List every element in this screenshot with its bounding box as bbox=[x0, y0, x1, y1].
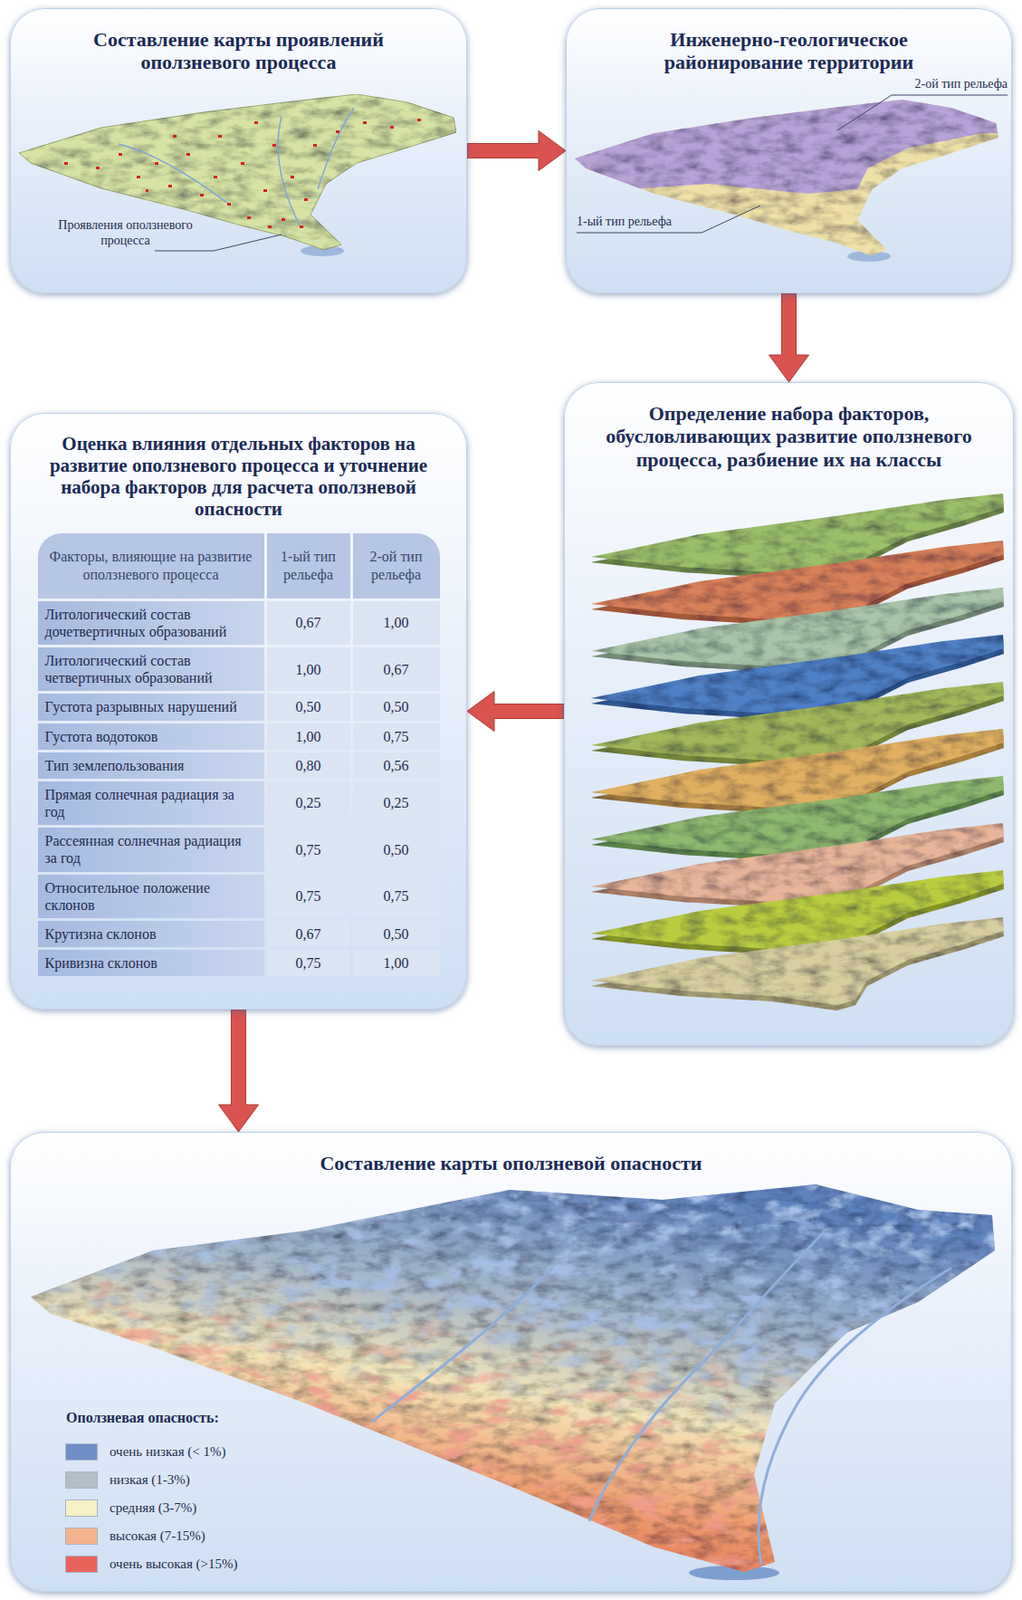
table-cell: Относительное положение склонов bbox=[38, 874, 265, 918]
factor-layers bbox=[563, 382, 1014, 1046]
label-holder: Проявления оползневого процесса bbox=[46, 218, 205, 249]
box-title: Инженерно-геологическое районирование те… bbox=[639, 28, 939, 75]
arrow-shape bbox=[467, 691, 564, 732]
process-box: Определение набора факторов, обусловлива… bbox=[563, 382, 1014, 1046]
legend-row: очень низкая (< 1%) bbox=[66, 1443, 226, 1460]
legend-text: очень низкая (< 1%) bbox=[109, 1443, 226, 1460]
table-cell: Литологический состав четвертичных образ… bbox=[38, 647, 265, 691]
table-cell: 0,75 bbox=[267, 949, 351, 976]
leader-line bbox=[576, 205, 761, 233]
legend-row: очень высокая (>15%) bbox=[66, 1556, 239, 1572]
leader-line bbox=[837, 95, 1008, 131]
legend-text: очень высокая (>15%) bbox=[109, 1556, 239, 1572]
table-header: 1-ый тип рельефа bbox=[267, 533, 351, 599]
table-cell: 0,75 bbox=[267, 827, 351, 871]
legend-row: низкая (1-3%) bbox=[66, 1471, 191, 1488]
table-cell: Рассеянная солнечная радиация за год bbox=[38, 827, 265, 871]
table-cell: Литологический состав дочетвертичных обр… bbox=[38, 601, 265, 645]
flow-arrow bbox=[769, 293, 810, 383]
legend-swatch bbox=[66, 1528, 97, 1544]
table-cell: 0,25 bbox=[267, 781, 351, 825]
table-cell: 0,50 bbox=[353, 920, 440, 947]
hazard-zones bbox=[30, 1184, 995, 1572]
table-cell: 0,80 bbox=[267, 752, 351, 779]
terrain bbox=[19, 94, 457, 250]
rivers bbox=[118, 107, 354, 226]
box-title: Оценка влияния отдельных факторов на раз… bbox=[26, 432, 452, 521]
flow-arrow bbox=[219, 1009, 259, 1132]
table-cell: 0,75 bbox=[353, 874, 440, 918]
table-cell: 0,25 bbox=[353, 781, 440, 825]
table-cell: 1,00 bbox=[353, 949, 440, 976]
table-cell: 0,50 bbox=[353, 827, 440, 871]
territory bbox=[19, 94, 457, 250]
table-cell: 0,56 bbox=[353, 752, 440, 779]
arrow-shape bbox=[769, 293, 810, 383]
legend-heading: Оползневая опасность: bbox=[66, 1408, 320, 1426]
table-cell: Густота разрывных нарушений bbox=[38, 693, 265, 720]
legend-row: высокая (7-15%) bbox=[66, 1528, 206, 1544]
river-valleys bbox=[372, 1231, 952, 1565]
legend-text: низкая (1-3%) bbox=[109, 1471, 191, 1488]
layer-stack bbox=[591, 493, 1004, 1011]
map-label: Проявления оползневого процесса bbox=[46, 218, 205, 249]
arrow-shape bbox=[219, 1009, 259, 1132]
table-cell: 0,67 bbox=[267, 920, 351, 947]
box-title: Определение набора факторов, обусловлива… bbox=[585, 401, 994, 471]
arrow-shape bbox=[467, 131, 566, 172]
table-header: Факторы, влияющие на развитие оползневог… bbox=[38, 533, 265, 599]
table-cell: 0,67 bbox=[267, 601, 351, 645]
process-box: Оценка влияния отдельных факторов на раз… bbox=[9, 412, 468, 1010]
table-cell: Крутизна склонов bbox=[38, 920, 265, 947]
table-header: 2-ой тип рельефа bbox=[353, 533, 440, 599]
landslide-map bbox=[9, 8, 468, 294]
map-label: 2-ой тип рельефа bbox=[864, 76, 1008, 93]
process-box: Инженерно-геологическое районирование те… bbox=[565, 8, 1013, 294]
flow-arrow bbox=[467, 691, 564, 732]
map-label: 1-ый тип рельефа bbox=[576, 214, 713, 230]
legend-swatch bbox=[66, 1443, 97, 1460]
legend-swatch bbox=[66, 1471, 97, 1488]
legend-text: средняя (3-7%) bbox=[109, 1499, 197, 1516]
legend-row: средняя (3-7%) bbox=[66, 1499, 197, 1516]
legend-text: высокая (7-15%) bbox=[109, 1528, 206, 1544]
table-cell: 1,00 bbox=[267, 723, 351, 750]
table-cell: Густота водотоков bbox=[38, 723, 265, 750]
table-cell: 0,67 bbox=[353, 647, 440, 691]
process-box: Составление карты проявлений оползневого… bbox=[9, 8, 468, 294]
table-cell: Тип землепользования bbox=[38, 752, 265, 779]
low-hazard-streaks bbox=[30, 1184, 995, 1572]
terrain bbox=[30, 1184, 995, 1572]
relief-type-2 bbox=[565, 13, 1010, 194]
table-cell: Прямая солнечная радиация за год bbox=[38, 781, 265, 825]
hazard-map bbox=[9, 1131, 1013, 1586]
legend-swatch bbox=[66, 1556, 97, 1572]
table-cell: 0,75 bbox=[353, 723, 440, 750]
label-holder: Оползневая опасность: bbox=[66, 1408, 320, 1426]
terrain bbox=[565, 13, 1010, 256]
box-title: Составление карты оползневой опасности bbox=[149, 1151, 874, 1175]
factor-table: Факторы, влияющие на развитие оползневог… bbox=[38, 533, 440, 977]
table-cell: 0,50 bbox=[353, 693, 440, 720]
table-cell: Кривизна склонов bbox=[38, 949, 265, 976]
label-holder: 1-ый тип рельефа bbox=[576, 214, 713, 230]
table-cell: 1,00 bbox=[353, 601, 440, 645]
leader-line bbox=[154, 234, 282, 251]
zoning-map bbox=[565, 8, 1013, 294]
table-cell: 0,50 bbox=[267, 693, 351, 720]
landslide-spots bbox=[64, 118, 421, 229]
box-title: Составление карты проявлений оползневого… bbox=[66, 28, 411, 75]
high-hazard-streaks bbox=[30, 1184, 995, 1572]
flow-arrow bbox=[467, 131, 566, 172]
process-box: Составление карты оползневой опасностиОп… bbox=[9, 1131, 1013, 1592]
legend-swatch bbox=[66, 1499, 97, 1516]
table-cell: 0,75 bbox=[267, 874, 351, 918]
table-cell: 1,00 bbox=[267, 647, 351, 691]
label-holder: 2-ой тип рельефа bbox=[864, 76, 1008, 93]
